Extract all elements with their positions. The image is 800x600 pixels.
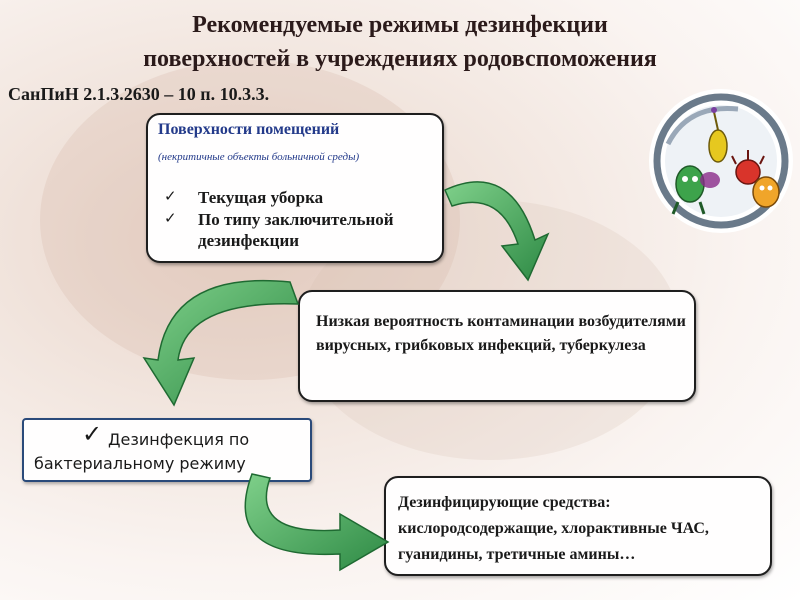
sanpin-reference: СанПиН 2.1.3.2630 – 10 п. 10.3.3. — [8, 84, 270, 104]
curved-arrow-icon — [444, 181, 550, 282]
disinfection-mode-line-1: Дезинфекция по — [108, 430, 250, 449]
check-icon: ✓ — [82, 422, 103, 448]
surfaces-heading: Поверхности помещений — [158, 121, 340, 138]
orange-microbe-icon — [752, 176, 780, 208]
check-icon: ✓ — [164, 209, 177, 227]
list-item: Текущая уборка — [198, 188, 324, 207]
surfaces-subheading: (некритичные объекты больничной среды) — [158, 151, 360, 163]
contamination-risk-text: Низкая вероятность контаминации возбудит… — [316, 313, 686, 354]
title-line-2: поверхностей в учреждениях родовспоможен… — [143, 46, 657, 72]
list-item: По типу заключительной дезинфекции — [198, 210, 394, 250]
disinfectants-box: Дезинфицирующие средства: кислородсодерж… — [384, 476, 772, 576]
contamination-risk-box: Низкая вероятность контаминации возбудит… — [298, 290, 696, 402]
check-icon: ✓ — [164, 187, 177, 205]
yellow-microbe-icon — [708, 107, 728, 163]
slide-title: Рекомендуемые режимы дезинфекции поверхн… — [0, 8, 800, 76]
title-line-1: Рекомендуемые режимы дезинфекции — [192, 12, 608, 38]
surfaces-box: Поверхности помещений (некритичные объек… — [146, 113, 444, 263]
microbes-illustration — [649, 89, 793, 233]
disinfection-mode-line-2: бактериальному режиму — [34, 454, 246, 473]
disinfection-mode-box: ✓ Дезинфекция по бактериальному режиму — [22, 418, 312, 482]
red-microbe-icon — [731, 150, 765, 185]
disinfectants-text: Дезинфицирующие средства: кислородсодерж… — [398, 494, 709, 563]
curved-arrow-icon — [244, 473, 390, 572]
curved-arrow-icon — [142, 279, 300, 407]
